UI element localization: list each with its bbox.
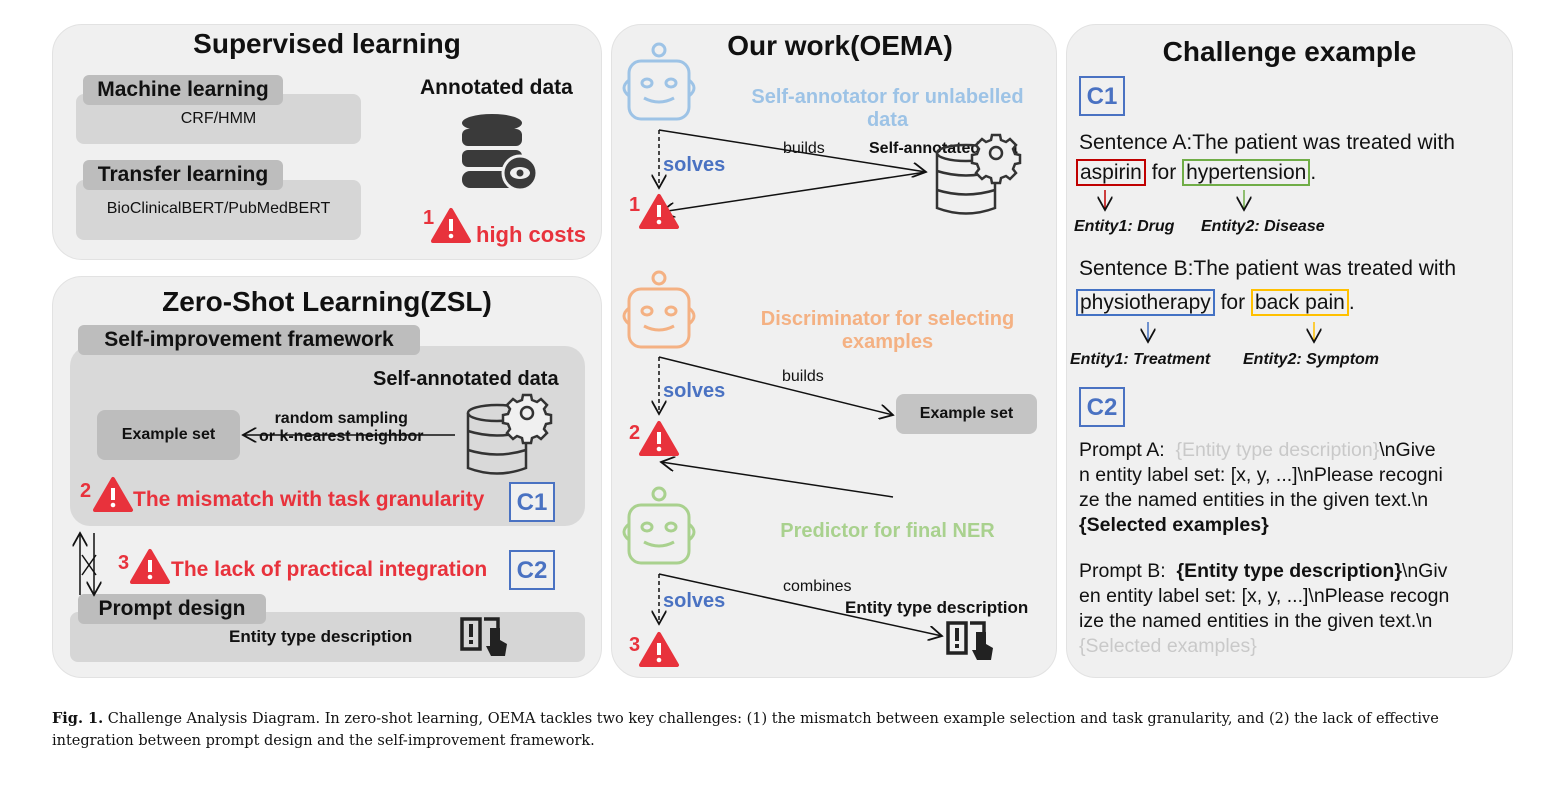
entity-type-desc-label: Entity type description bbox=[229, 627, 413, 646]
sentence-a-body: aspirin for hypertension. bbox=[1076, 158, 1316, 188]
challenge3-number: 3 bbox=[118, 552, 130, 574]
ml-tab: Machine learning bbox=[83, 75, 283, 105]
challenge2-number: 2 bbox=[80, 480, 92, 502]
robot-icon-discriminator bbox=[622, 270, 696, 349]
sentence-b-label2: Entity2: Symptom bbox=[1243, 351, 1380, 368]
entity-physiotherapy: physiotherapy bbox=[1076, 289, 1215, 316]
supervised-title: Supervised learning bbox=[193, 28, 461, 59]
figure-caption: Fig. 1. Challenge Analysis Diagram. In z… bbox=[52, 708, 1512, 752]
agent1-edge: builds bbox=[783, 140, 825, 157]
challenge-title: Challenge example bbox=[1162, 36, 1417, 67]
robot-icon-predictor bbox=[622, 486, 696, 565]
self-annotated-database-icon bbox=[466, 393, 553, 475]
annotated-database-icon bbox=[462, 114, 539, 192]
warning-icon bbox=[639, 421, 679, 456]
caption-label: Fig. 1. bbox=[52, 710, 104, 727]
example-c1-box: C1 bbox=[1079, 76, 1125, 116]
challenge3-text: The lack of practical integration bbox=[171, 558, 488, 581]
prompt-a: Prompt A: {Entity type description}\nGiv… bbox=[1079, 439, 1443, 536]
ml-models: CRF/HMM bbox=[180, 110, 257, 127]
challenge-panel bbox=[1066, 24, 1513, 678]
challenge2-text: The mismatch with task granularity bbox=[133, 488, 485, 511]
prompt-book-icon bbox=[460, 617, 509, 658]
tl-models: BioClinicalBERT/PubMedBERT bbox=[106, 200, 331, 217]
prompt-design-tab: Prompt design bbox=[78, 594, 266, 624]
agent2-challenge: 2 bbox=[629, 422, 641, 444]
entity-aspirin: aspirin bbox=[1076, 159, 1146, 186]
robot-icon-self-annotator bbox=[622, 42, 696, 121]
sentence-a-label2: Entity2: Disease bbox=[1201, 218, 1325, 235]
warning-icon bbox=[639, 632, 679, 667]
sentence-a-prefix: Sentence A:The patient was treated with bbox=[1079, 131, 1455, 154]
sentence-b-body: physiotherapy for back pain. bbox=[1076, 288, 1355, 318]
oema-title: Our work(OEMA) bbox=[727, 30, 953, 61]
agent3-challenge: 3 bbox=[629, 634, 641, 656]
sentence-b-prefix: Sentence B:The patient was treated with bbox=[1079, 257, 1457, 280]
warning-icon bbox=[639, 194, 679, 229]
warning-icon bbox=[431, 208, 471, 243]
zsl-example-set: Example set bbox=[97, 410, 240, 460]
entity-book-icon bbox=[946, 621, 995, 662]
tl-tab: Transfer learning bbox=[83, 160, 283, 190]
zsl-title: Zero-Shot Learning(ZSL) bbox=[162, 286, 492, 317]
warning-icon bbox=[130, 549, 170, 584]
agent3-target: Entity type description bbox=[845, 598, 1029, 617]
oema-panel bbox=[611, 24, 1057, 678]
caption-text: Challenge Analysis Diagram. In zero-shot… bbox=[52, 711, 1439, 749]
agent3-edge: combines bbox=[783, 578, 852, 595]
agent2-solves: solves bbox=[663, 380, 726, 402]
zsl-c1-box: C1 bbox=[509, 482, 555, 522]
entity-back-pain: back pain bbox=[1250, 289, 1349, 316]
agent2-edge: builds bbox=[782, 368, 824, 385]
high-costs-label: high costs bbox=[476, 222, 587, 247]
example-c2-box: C2 bbox=[1079, 387, 1125, 427]
self-annotated-label: Self-annotated data bbox=[373, 368, 559, 390]
sampling-line2: or k-nearest neighbor bbox=[259, 428, 424, 445]
agent3-role: Predictor for final NER bbox=[780, 520, 995, 542]
tl-box: BioClinicalBERT/PubMedBERT bbox=[76, 180, 361, 240]
sampling-text: random sampling or k-nearest neighbor bbox=[259, 410, 423, 446]
agent1-solves: solves bbox=[663, 154, 726, 176]
agent1-challenge: 1 bbox=[629, 194, 641, 216]
bidirectional-crossed-arrows bbox=[80, 533, 96, 595]
prompt-b: Prompt B: {Entity type description}\nGiv… bbox=[1079, 560, 1450, 657]
oema-example-set: Example set bbox=[896, 394, 1037, 434]
oema-arrows bbox=[659, 129, 942, 636]
sampling-line1: random sampling bbox=[274, 410, 408, 427]
framework-tab: Self-improvement framework bbox=[78, 325, 420, 355]
sentence-a-label1: Entity1: Drug bbox=[1074, 218, 1175, 235]
challenge1-number: 1 bbox=[423, 207, 435, 229]
warning-icon bbox=[93, 477, 133, 512]
zsl-c2-box: C2 bbox=[509, 550, 555, 590]
self-annotated-database-icon bbox=[935, 133, 1022, 215]
annotated-data-label: Annotated data bbox=[420, 76, 573, 99]
agent3-solves: solves bbox=[663, 590, 726, 612]
entity-label-arrows bbox=[1105, 190, 1314, 342]
entity-hypertension: hypertension bbox=[1182, 159, 1311, 186]
sentence-b-label1: Entity1: Treatment bbox=[1070, 351, 1211, 368]
